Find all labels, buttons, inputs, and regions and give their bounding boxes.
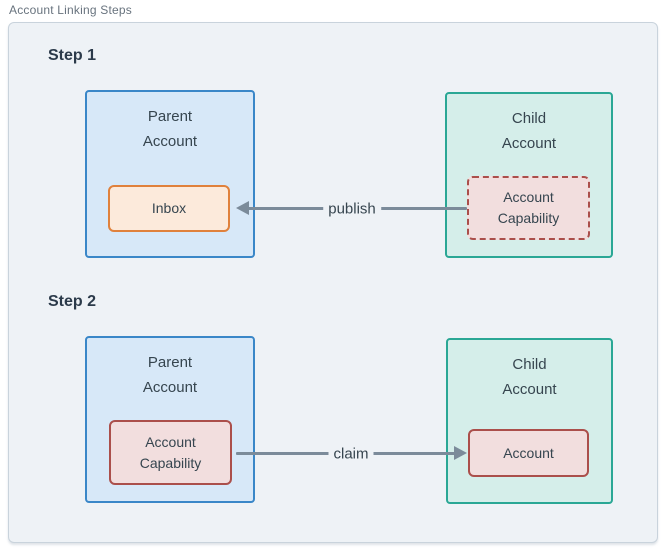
- node-title-line: Account: [502, 381, 557, 398]
- node-title-line: Account: [142, 379, 198, 396]
- node-title-line: Account: [142, 133, 198, 150]
- step-2-parent-account-title: Parent Account: [87, 338, 253, 400]
- node-title-line: Parent: [147, 108, 193, 125]
- diagram-title: Account Linking Steps: [9, 3, 132, 17]
- step-1-inbox-node: Inbox: [108, 185, 230, 232]
- inner-box-line: Capability: [139, 454, 202, 471]
- step-2-parent-account-node: Parent Account Account Capability: [85, 336, 255, 503]
- step-1-account-capability-node: Account Capability: [467, 176, 590, 240]
- step-1-child-account-node: Child Account Account Capability: [445, 92, 613, 258]
- inner-box-line: Account: [145, 433, 196, 450]
- inner-box-line: Inbox: [151, 200, 187, 216]
- node-title-line: Parent: [147, 354, 193, 371]
- step-2-account-node: Account: [468, 429, 589, 477]
- node-title-line: Child: [511, 110, 547, 127]
- step-2-account-capability-node: Account Capability: [109, 420, 232, 485]
- inner-box-line: Account: [503, 444, 554, 461]
- publish-arrowhead-icon: [236, 201, 249, 215]
- step-2-heading: Step 2: [48, 293, 97, 310]
- claim-arrowhead-icon: [454, 446, 467, 460]
- node-title-line: Child: [512, 356, 547, 373]
- step-1-parent-account-title: Parent Account: [87, 92, 253, 154]
- step-2-child-account-title: Child Account: [448, 340, 611, 402]
- step-2-child-account-node: Child Account Account: [446, 338, 613, 504]
- inner-box-line: Account: [503, 189, 554, 205]
- step-1-child-account-title: Child Account: [447, 94, 611, 156]
- publish-arrow-label: publish: [323, 200, 381, 218]
- node-title-line: Account: [501, 135, 557, 152]
- claim-arrow-label: claim: [328, 445, 374, 463]
- step-1-heading: Step 1: [48, 47, 97, 64]
- step-1-parent-account-node: Parent Account Inbox: [85, 90, 255, 258]
- inner-box-line: Capability: [497, 210, 560, 226]
